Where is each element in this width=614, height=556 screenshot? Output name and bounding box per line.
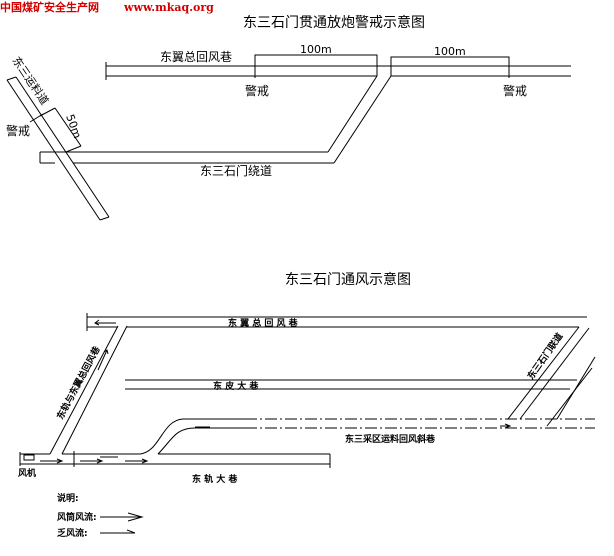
return-airway (105, 62, 571, 80)
guard-slope-leader (29, 113, 44, 123)
guard-left: 警戒 (245, 83, 269, 98)
legend-title: 说明: (57, 492, 79, 504)
fan-icon (19, 452, 35, 466)
link-incline (49, 325, 128, 455)
exhaust-flow-arrow-icon (100, 529, 136, 534)
dim-left-text: 100m (300, 43, 332, 56)
guard-slope: 警戒 (6, 123, 30, 138)
label-incline: 东三采区运料回风斜巷 (345, 433, 436, 445)
legend: 说明: 风筒风流: 乏风流: (57, 492, 144, 539)
legend-duct-flow: 风筒风流: (57, 511, 97, 523)
bypass-road (39, 75, 392, 164)
guard-right: 警戒 (503, 83, 527, 98)
east-wing-return-airway (86, 313, 587, 331)
label-link-incline: 东轨与东翼总回风巷 (54, 343, 103, 421)
track-roadway (20, 451, 331, 468)
label-bypass: 东三石门绕道 (200, 163, 272, 178)
duct-flow-arrow-icon (100, 512, 144, 522)
ventilation-diagram: 东三石门通风示意图 东 翼 总 回 风 巷 东三石门联道 东 皮 大 巷 (18, 271, 596, 485)
dim-right-text: 100m (434, 45, 466, 58)
label-fan: 风机 (18, 467, 36, 479)
label-return-airway-2: 东 翼 总 回 风 巷 (228, 317, 299, 329)
blasting-guard-diagram: 东三石门贯通放炮警戒示意图 东翼总回风巷 100m 100m 警戒 警戒 东三石… (6, 14, 571, 221)
diagram1-title: 东三石门贯通放炮警戒示意图 (243, 14, 425, 31)
material-road (6, 76, 110, 221)
duct-airflow-arrows (40, 456, 149, 464)
dimension-left-100m (254, 54, 378, 78)
connection-road (507, 326, 596, 427)
label-return-airway: 东翼总回风巷 (160, 50, 232, 64)
return-incline (139, 418, 595, 455)
watermark-url: www.mkaq.org (123, 1, 214, 14)
diagram2-title: 东三石门通风示意图 (285, 271, 411, 288)
watermark-site-name: 中国煤矿安全生产网 (0, 0, 99, 14)
label-track-roadway: 东 轨 大 巷 (192, 473, 238, 485)
label-belt-roadway: 东 皮 大 巷 (213, 380, 259, 392)
belt-roadway (125, 379, 577, 390)
label-connection: 东三石门联道 (525, 331, 566, 382)
dim-slope-text: 50m (63, 113, 84, 141)
legend-exhaust-flow: 乏风流: (57, 527, 88, 539)
dimension-right-100m (390, 56, 510, 78)
